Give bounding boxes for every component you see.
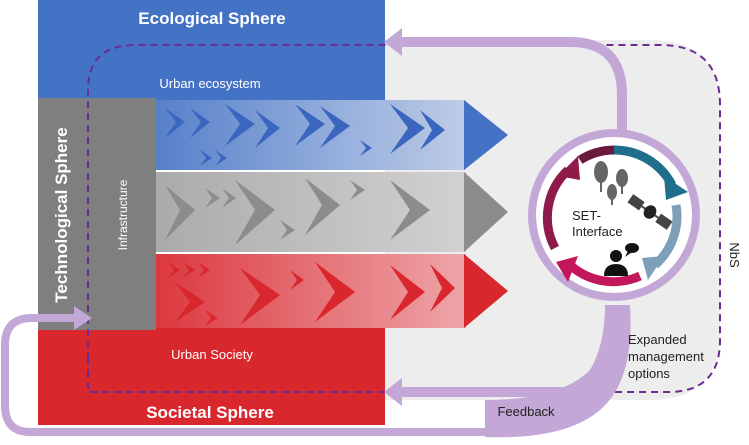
feedback-arrow-left-loop [1, 314, 490, 436]
ecological-flow-band [156, 100, 508, 170]
expanded-options-line1: Expanded [628, 332, 687, 347]
infrastructure-block [98, 98, 156, 330]
technological-flow-band [156, 172, 508, 252]
feedback-wedge [485, 305, 631, 438]
nbs-dashed-loop [87, 44, 721, 393]
satellite-icon [627, 194, 673, 230]
societal-sphere-label: Societal Sphere [146, 403, 274, 422]
technological-sphere-label: Technological Sphere [52, 127, 71, 302]
infrastructure-label: Infrastructure [116, 179, 130, 250]
feedback-arrow-upper [400, 37, 627, 150]
urban-ecosystem-label: Urban ecosystem [159, 76, 260, 91]
nbs-dashed-bottom [87, 360, 385, 393]
expanded-options-line2: management [628, 349, 704, 364]
set-interface-label-line1: SET- [572, 208, 601, 223]
feedback-arrowhead-left [74, 306, 92, 330]
ecological-sphere-block [38, 0, 385, 100]
set-interface-label-line2: Interface [572, 224, 623, 239]
societal-flow-band [156, 254, 508, 328]
societal-sphere-block [38, 328, 385, 425]
person-icon [604, 243, 639, 276]
nbs-label: NbS [727, 242, 742, 268]
feedback-label: Feedback [497, 404, 555, 419]
feedback-arrowhead-lower [384, 378, 402, 406]
urban-society-label: Urban Society [171, 347, 253, 362]
ecological-sphere-label: Ecological Sphere [138, 9, 285, 28]
trees-icon [594, 161, 628, 205]
feedback-arrowhead-upper [384, 28, 402, 56]
expanded-options-line3: options [628, 366, 670, 381]
set-interface-cycle [528, 129, 700, 301]
